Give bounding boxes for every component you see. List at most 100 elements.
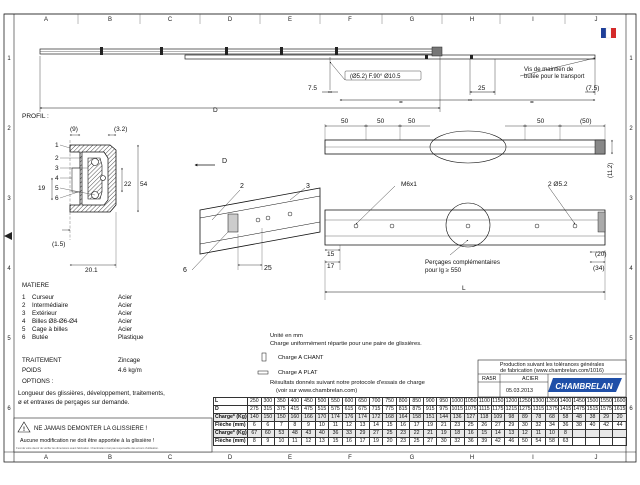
title-date: 05.03.2013 bbox=[506, 388, 533, 394]
col-letter-i: I bbox=[532, 17, 534, 23]
table-cell: 13 bbox=[355, 421, 370, 430]
table-cell: 174 bbox=[355, 413, 370, 422]
col-letter-d-bottom: D bbox=[228, 455, 233, 461]
note-chant: Charge A CHANT bbox=[278, 355, 324, 361]
table-cell: 32 bbox=[531, 421, 546, 430]
table-cell: 750 bbox=[382, 397, 397, 406]
logo-text: CHAMBRELAN bbox=[555, 382, 613, 391]
poids-value: 4.6 kg/m bbox=[118, 367, 142, 374]
table-cell: 26 bbox=[477, 421, 492, 430]
mat-value-1: Acier bbox=[118, 294, 132, 301]
warning-line2: Aucune modification ne doit être apporté… bbox=[20, 438, 155, 444]
table-cell: 6 bbox=[260, 421, 276, 430]
table-cell: 275 bbox=[247, 405, 262, 414]
table-cell: 19 bbox=[436, 429, 451, 438]
mat-value-6: Plastique bbox=[118, 334, 144, 341]
table-cell: 151 bbox=[422, 413, 438, 422]
table-cell: 450 bbox=[301, 397, 316, 406]
table-cell: 8 bbox=[287, 421, 303, 430]
tolerance-line2: de fabrication (www.chambrelan.com/1016) bbox=[500, 368, 604, 374]
table-cell: 172 bbox=[368, 413, 384, 422]
table-cell: 950 bbox=[436, 397, 451, 406]
row-l-label: L bbox=[213, 397, 248, 406]
mat-num-1: 1 bbox=[22, 294, 26, 301]
mat-part-4: Billes Ø8-Ø6-Ø4 bbox=[32, 318, 78, 325]
table-cell: 144 bbox=[436, 413, 451, 422]
table-cell: 38 bbox=[585, 413, 600, 422]
front-dim-11-2: (11.2) bbox=[608, 163, 614, 178]
mat-value-2: Acier bbox=[118, 302, 132, 309]
table-cell: 14 bbox=[490, 429, 506, 438]
table-cell: 58 bbox=[544, 437, 560, 446]
table-cell: 40 bbox=[314, 429, 330, 438]
table-cell: 650 bbox=[355, 397, 370, 406]
top-view-slide bbox=[39, 46, 596, 112]
table-cell: 10 bbox=[274, 437, 289, 446]
chambrelan-logo bbox=[548, 378, 622, 392]
table-cell: 1175 bbox=[490, 405, 506, 414]
mat-part-5: Cage à billes bbox=[32, 326, 68, 333]
table-cell: 1550 bbox=[598, 397, 614, 406]
col-letter-b-bottom: B bbox=[108, 455, 112, 461]
extra-holes-line1: Perçages complémentaires bbox=[425, 259, 500, 266]
table-cell: 9 bbox=[301, 421, 316, 430]
table-cell: 715 bbox=[368, 405, 384, 414]
note-plat: Charge A PLAT bbox=[278, 370, 318, 376]
traitement-value: Zincage bbox=[118, 357, 141, 364]
col-letter-h-bottom: H bbox=[470, 455, 474, 461]
row-number-5: 5 bbox=[7, 336, 11, 342]
table-cell: 150 bbox=[274, 413, 289, 422]
profile-title: PROFIL : bbox=[22, 113, 49, 120]
col-letter-j: J bbox=[595, 17, 598, 23]
table-cell: 36 bbox=[328, 429, 343, 438]
mat-part-3: Extérieur bbox=[32, 310, 57, 317]
table-cell: 98 bbox=[504, 413, 519, 422]
mat-part-6: Butée bbox=[32, 334, 49, 341]
top-dim-7-5: 7.5 bbox=[308, 85, 317, 92]
options-text-line2: ø et entraxes de perçages sur demande. bbox=[18, 399, 130, 406]
table-cell: 9 bbox=[260, 437, 276, 446]
table-cell: 23 bbox=[395, 437, 411, 446]
col-letter-e: E bbox=[288, 17, 292, 23]
profile-dim-1-5: (1.5) bbox=[52, 241, 65, 248]
front-dim-17: 17 bbox=[327, 263, 335, 270]
table-cell: 174 bbox=[328, 413, 343, 422]
table-cell: 23 bbox=[395, 429, 411, 438]
table-cell: 11 bbox=[531, 429, 546, 438]
table-cell: 800 bbox=[395, 397, 411, 406]
table-cell: 300 bbox=[260, 397, 276, 406]
mat-value-3: Acier bbox=[118, 310, 132, 317]
front-dim-50-2: 50 bbox=[377, 118, 385, 125]
table-cell: 46 bbox=[504, 437, 519, 446]
top-dim-25: 25 bbox=[478, 85, 486, 92]
row-plat-fleche-label: Flèche (mm) bbox=[213, 437, 248, 446]
table-cell: 127 bbox=[463, 413, 479, 422]
row-d-label: D bbox=[213, 405, 248, 414]
table-cell: 1050 bbox=[463, 397, 479, 406]
table-cell: 89 bbox=[517, 413, 533, 422]
table-cell: 515 bbox=[314, 405, 330, 414]
table-cell: 700 bbox=[368, 397, 384, 406]
table-cell: 27 bbox=[368, 429, 384, 438]
table-cell: 60 bbox=[260, 429, 276, 438]
col-letter-c-bottom: C bbox=[168, 455, 173, 461]
table-cell: 168 bbox=[382, 413, 397, 422]
top-dim-d: D bbox=[213, 107, 218, 114]
table-cell: 160 bbox=[287, 413, 303, 422]
table-cell: 16 bbox=[341, 437, 357, 446]
table-cell: 1100 bbox=[477, 397, 492, 406]
table-cell: 38 bbox=[571, 421, 587, 430]
table-cell: 1475 bbox=[571, 405, 587, 414]
table-cell: 63 bbox=[558, 437, 573, 446]
col-letter-d: D bbox=[228, 17, 233, 23]
table-cell: 150 bbox=[260, 413, 276, 422]
table-cell: 1250 bbox=[517, 397, 533, 406]
table-cell: 170 bbox=[314, 413, 330, 422]
table-cell: 1450 bbox=[571, 397, 587, 406]
table-cell: 78 bbox=[531, 413, 546, 422]
table-cell: 21 bbox=[422, 429, 438, 438]
table-cell: 1200 bbox=[504, 397, 519, 406]
mat-num-4: 4 bbox=[22, 318, 26, 325]
table-cell bbox=[571, 429, 587, 438]
table-cell: 375 bbox=[274, 405, 289, 414]
